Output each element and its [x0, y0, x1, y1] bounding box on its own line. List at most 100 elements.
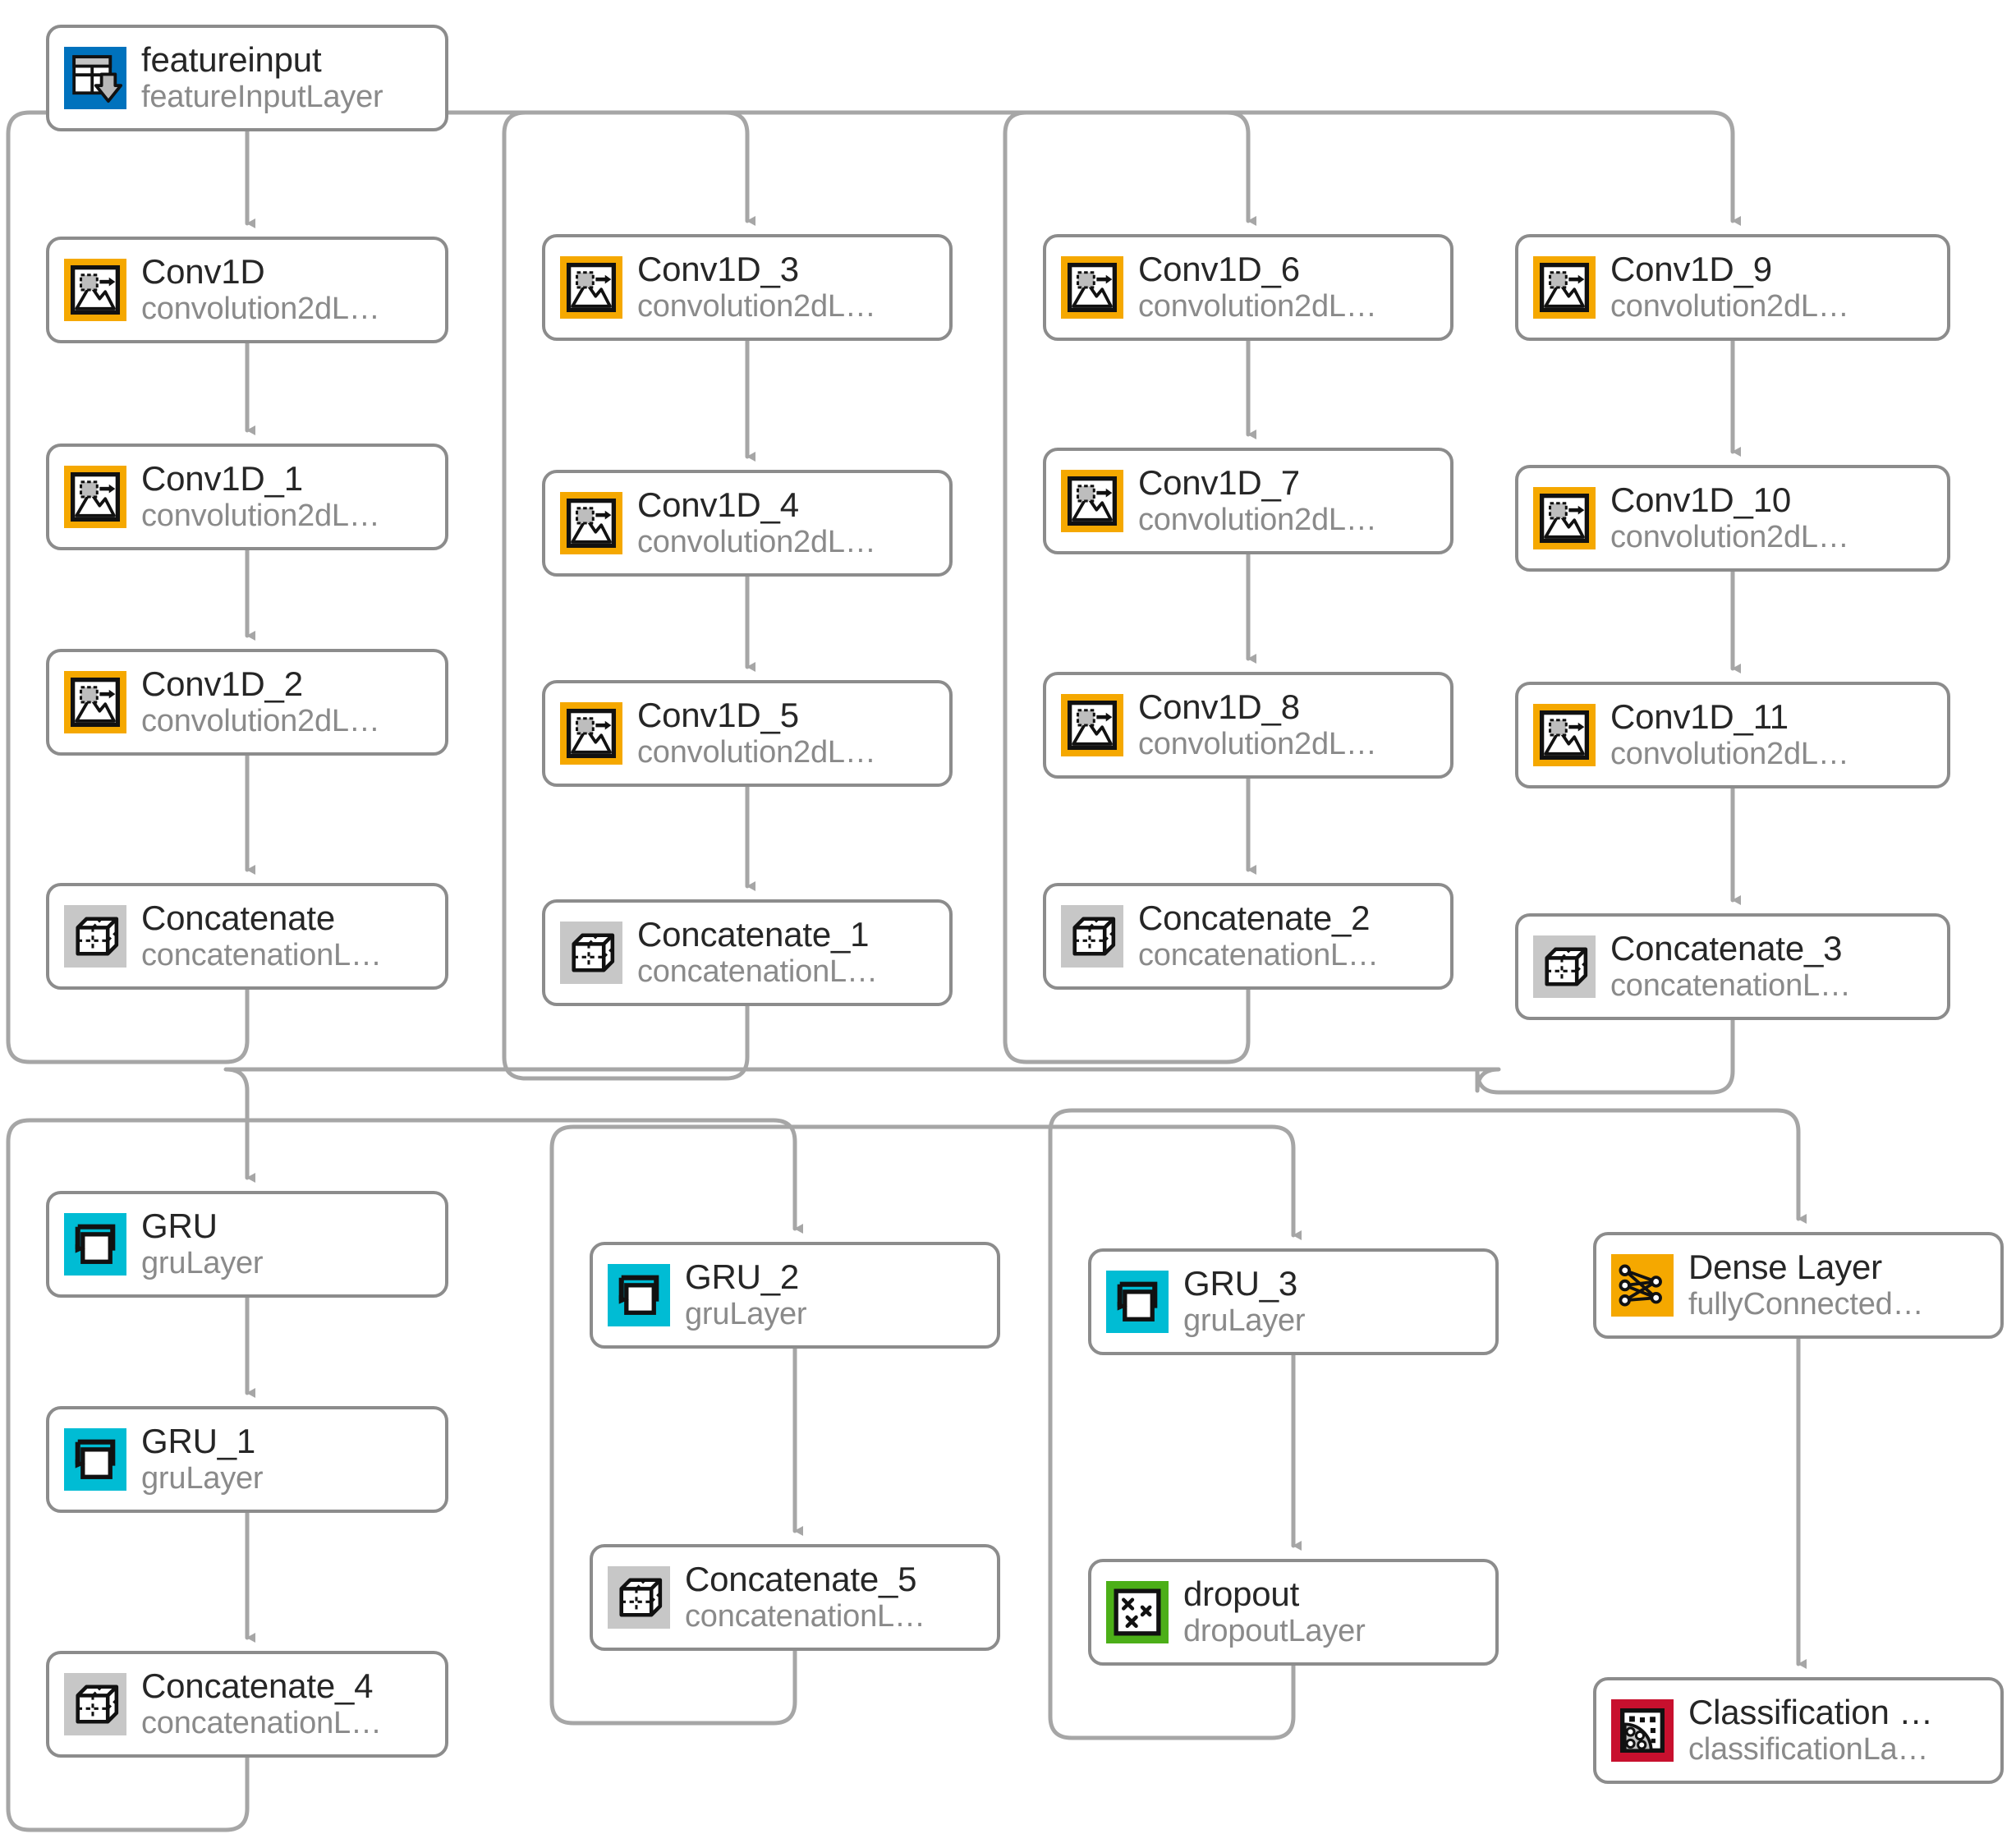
- layer-node-title: Conv1D_3: [637, 251, 799, 289]
- layer-node-subtitle: convolution2dL…: [637, 289, 876, 324]
- gru-icon: [608, 1264, 685, 1326]
- layer-node-subtitle: gruLayer: [685, 1297, 807, 1332]
- concatenation-icon: [560, 922, 637, 984]
- concatenation-icon: [1533, 935, 1610, 998]
- layer-node-subtitle: fullyConnected…: [1688, 1287, 1924, 1322]
- layer-node-subtitle: gruLayer: [141, 1246, 264, 1281]
- fully-connected-icon: [1611, 1254, 1688, 1317]
- edge-connector: [223, 1018, 1735, 1183]
- concatenation-icon: [1061, 905, 1138, 968]
- layer-node-title: Conv1D_6: [1138, 251, 1300, 289]
- convolution-icon: [1061, 256, 1138, 319]
- layer-node-subtitle: concatenationL…: [1610, 968, 1851, 1004]
- layer-node-title: GRU_1: [141, 1423, 256, 1461]
- layer-node-classification[interactable]: Classification …classificationLa…: [1593, 1677, 2004, 1784]
- layer-node-subtitle: convolution2dL…: [637, 735, 876, 770]
- layer-node-subtitle: featureInputLayer: [141, 80, 383, 115]
- gru-icon: [1106, 1271, 1183, 1333]
- layer-node-subtitle: gruLayer: [1183, 1303, 1306, 1339]
- layer-node-subtitle: classificationLa…: [1688, 1732, 1929, 1767]
- layer-node-subtitle: gruLayer: [141, 1461, 264, 1496]
- layer-node-title: Conv1D_5: [637, 696, 799, 735]
- layer-node-title: Concatenate_5: [685, 1561, 917, 1599]
- concatenation-icon: [64, 905, 141, 968]
- layer-node-subtitle: concatenationL…: [685, 1599, 925, 1634]
- convolution-icon: [1061, 694, 1138, 756]
- layer-node-title: Concatenate_1: [637, 916, 870, 954]
- layer-node-subtitle: concatenationL…: [141, 938, 382, 973]
- layer-node-title: Conv1D_2: [141, 665, 303, 704]
- layer-node-title: Concatenate_2: [1138, 899, 1371, 938]
- feature-input-icon: [64, 47, 141, 109]
- layer-node-subtitle: convolution2dL…: [1138, 503, 1377, 538]
- layer-node-title: Concatenate_4: [141, 1667, 374, 1706]
- layer-node-title: Conv1D_10: [1610, 481, 1792, 520]
- layer-node-title: GRU_2: [685, 1258, 800, 1297]
- classification-icon: [1611, 1699, 1688, 1762]
- layer-node-subtitle: convolution2dL…: [141, 704, 380, 739]
- layer-node-title: Conv1D_7: [1138, 464, 1300, 503]
- gru-icon: [64, 1428, 141, 1491]
- convolution-icon: [1533, 256, 1610, 319]
- layer-node-subtitle: dropoutLayer: [1183, 1614, 1366, 1649]
- layer-node-title: Conv1D_8: [1138, 688, 1300, 727]
- layer-node-subtitle: concatenationL…: [637, 954, 878, 990]
- layer-node-title: GRU: [141, 1207, 218, 1246]
- convolution-icon: [64, 671, 141, 733]
- layer-node-title: dropout: [1183, 1575, 1300, 1614]
- layer-node-subtitle: convolution2dL…: [1610, 520, 1849, 555]
- layer-node-subtitle: convolution2dL…: [1138, 289, 1377, 324]
- layer-node-subtitle: convolution2dL…: [637, 525, 876, 560]
- layer-node-subtitle: concatenationL…: [141, 1706, 382, 1741]
- concatenation-icon: [608, 1566, 685, 1629]
- convolution-icon: [64, 466, 141, 528]
- layer-node-subtitle: convolution2dL…: [141, 499, 380, 534]
- gru-icon: [64, 1213, 141, 1276]
- layer-node-title: Concatenate: [141, 899, 335, 938]
